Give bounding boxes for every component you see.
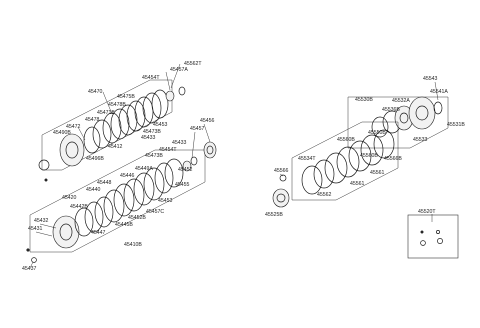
label-45532A: 45532A xyxy=(392,98,410,104)
label-45433b: 45433 xyxy=(172,140,187,146)
label-45490B: 45490B xyxy=(53,130,71,136)
pin-dot xyxy=(26,248,30,252)
label-45475B: 45475B xyxy=(117,94,135,100)
label-45457A: 45457A xyxy=(170,67,188,73)
label-45536B: 45536B xyxy=(382,107,400,113)
label-45420: 45420 xyxy=(62,195,77,201)
label-45432: 45432 xyxy=(34,218,49,224)
label-45448: 45448 xyxy=(97,180,112,186)
label-45562: 45562 xyxy=(317,192,332,198)
output-gear xyxy=(272,174,290,208)
lower-right-assembly: 45550B 45560B 45534T 45560B 45566B 45561… xyxy=(265,121,402,218)
label-45453b: 45453 xyxy=(158,198,173,204)
label-45449A: 45449A xyxy=(135,166,153,172)
label-45453a: 45453 xyxy=(153,122,168,128)
label-45454T: 45454T xyxy=(142,75,160,81)
label-45496B: 45496B xyxy=(86,156,104,162)
upper-left-assembly: 45562T 45454T 45457A 45470 45475B 45478B… xyxy=(38,61,202,182)
label-45473B: 45473B xyxy=(143,129,161,135)
label-45446: 45446 xyxy=(120,173,135,179)
kit-washer-icon xyxy=(420,240,426,246)
label-45562T: 45562T xyxy=(184,61,202,67)
upper-right-assembly: 45543 45530B 45532A 45541A 45536B 45531B… xyxy=(347,76,465,149)
label-45457: 45457 xyxy=(190,126,205,132)
label-45478B: 45478B xyxy=(108,102,126,108)
label-45457C: 45457C xyxy=(146,209,164,215)
label-45550B: 45550B xyxy=(368,130,386,136)
label-45533: 45533 xyxy=(413,137,428,143)
hub-gear-right xyxy=(203,141,217,159)
kit-pin-icon xyxy=(420,230,424,234)
snap-ring-small xyxy=(38,159,50,171)
label-45530B: 45530B xyxy=(355,97,373,103)
label-45566B: 45566B xyxy=(384,156,402,162)
label-45470: 45470 xyxy=(88,89,103,95)
clutch-pack-right-lower xyxy=(301,129,395,195)
label-45560B2: 45560B xyxy=(360,153,378,159)
label-45447: 45447 xyxy=(91,230,106,236)
label-45478: 45478 xyxy=(85,117,100,123)
kit-box-45520T: 45520T xyxy=(407,209,459,259)
label-45560B: 45560B xyxy=(337,137,355,143)
label-45410B: 45410B xyxy=(124,242,142,248)
label-45566: 45566 xyxy=(274,168,289,174)
label-45445B: 45445B xyxy=(115,222,133,228)
label-45440: 45440 xyxy=(86,187,101,193)
clutch-gear-pack-lower xyxy=(52,156,198,249)
kit-seal-icon xyxy=(437,238,443,244)
ball-dot xyxy=(44,178,48,182)
label-45455: 45455 xyxy=(175,182,190,188)
label-45442B: 45442B xyxy=(70,204,88,210)
label-45534T: 45534T xyxy=(298,156,316,162)
clutch-gear-pack-upper xyxy=(59,86,186,167)
label-45452B: 45452B xyxy=(128,215,146,221)
label-45437: 45437 xyxy=(22,266,37,272)
label-45543: 45543 xyxy=(423,76,438,82)
label-45561b: 45561 xyxy=(350,181,365,187)
label-45531B: 45531B xyxy=(447,122,465,128)
label-45452: 45452 xyxy=(178,167,193,173)
label-45561a: 45561 xyxy=(370,170,385,176)
clutch-pack-right-upper xyxy=(371,96,443,138)
label-45525B: 45525B xyxy=(265,212,283,218)
kit-ring-icon xyxy=(436,230,440,234)
label-45472: 45472 xyxy=(66,124,81,130)
label-45473B2: 45473B xyxy=(145,153,163,159)
lower-left-assembly: 45456 45457 45433 45454T 45473B 45449A 4… xyxy=(22,118,217,272)
label-45520T: 45520T xyxy=(418,209,436,215)
washer-small xyxy=(31,257,37,263)
label-45431: 45431 xyxy=(28,226,43,232)
label-45433a: 45433 xyxy=(141,135,156,141)
label-45541A: 45541A xyxy=(430,89,448,95)
label-45456: 45456 xyxy=(200,118,215,124)
label-45471B: 45471B xyxy=(97,110,115,116)
label-45454T2: 45454T xyxy=(159,147,177,153)
label-45412: 45412 xyxy=(108,144,123,150)
